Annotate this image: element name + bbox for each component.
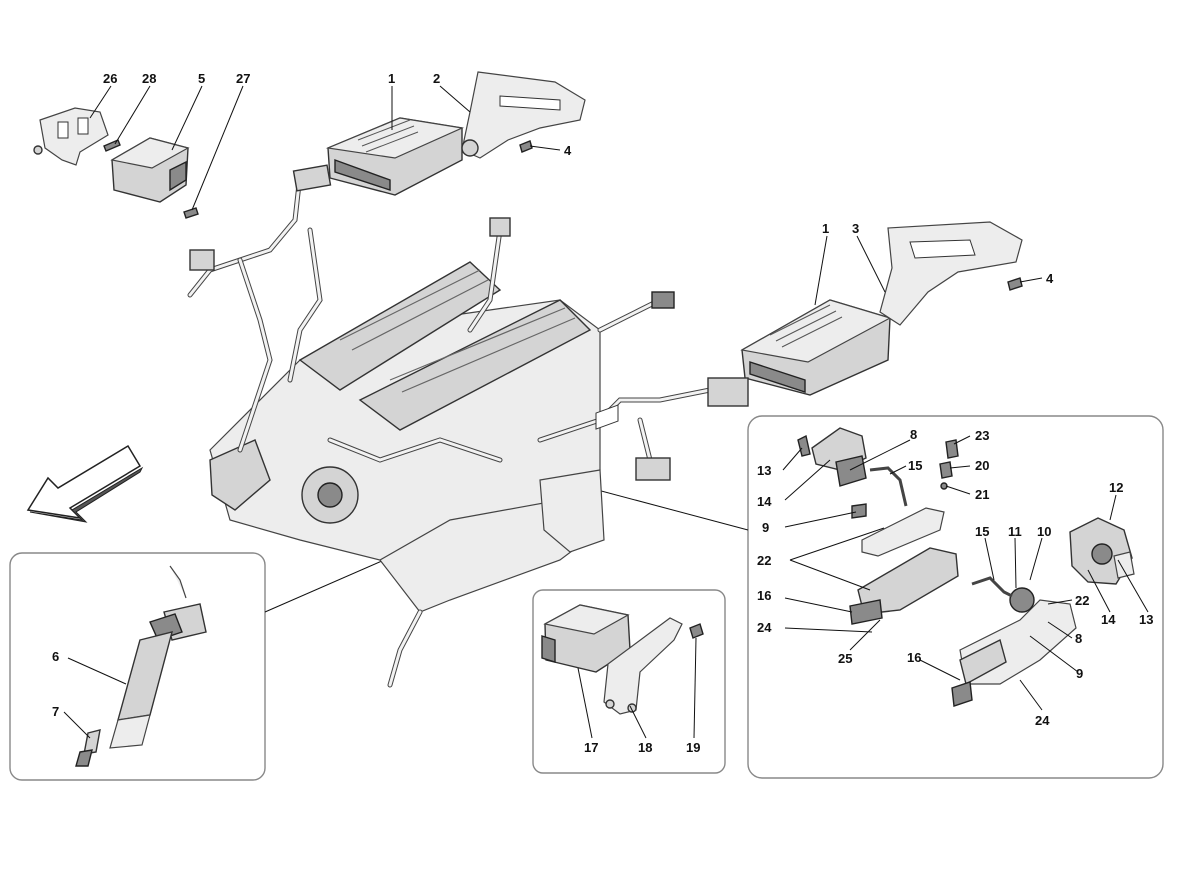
callout-14-lower: 14: [1101, 612, 1116, 627]
callout-13-lower: 13: [1139, 612, 1153, 627]
screw-19: [689, 623, 704, 639]
callout-16-lower: 16: [907, 650, 921, 665]
callout-23: 23: [975, 428, 989, 443]
callout-17: 17: [584, 740, 598, 755]
callout-2: 2: [433, 71, 440, 86]
callout-19: 19: [686, 740, 700, 755]
screw-27: [183, 207, 199, 219]
engine-assembly: [187, 164, 749, 688]
callout-13-upper: 13: [757, 463, 771, 478]
control-unit-panel: [532, 589, 726, 774]
callout-9-lower: 9: [1076, 666, 1083, 681]
callout-1-upper: 1: [388, 71, 395, 86]
callout-1-right: 1: [822, 221, 829, 236]
callout-8-upper: 8: [910, 427, 917, 442]
callout-16-upper: 16: [757, 588, 771, 603]
module-5: [110, 137, 190, 203]
callout-22-left: 22: [757, 553, 771, 568]
callout-6: 6: [52, 649, 59, 664]
bracket-3: [879, 221, 1023, 326]
pump-upper: [811, 427, 908, 519]
ignition-coil-6: [109, 565, 207, 749]
callout-10: 10: [1037, 524, 1051, 539]
callout-15-upper: 15: [908, 458, 922, 473]
callout-26: 26: [103, 71, 117, 86]
callout-12: 12: [1109, 480, 1123, 495]
callout-25: 25: [838, 651, 852, 666]
callout-22-right: 22: [1075, 593, 1089, 608]
fuel-rail-lower: [951, 576, 1077, 707]
callout-24-lower: 24: [1035, 713, 1050, 728]
control-unit-17: [541, 404, 631, 673]
fuel-rail-panel: [747, 415, 1164, 779]
callout-7: 7: [52, 704, 59, 719]
screw-4-right: [1007, 277, 1023, 291]
callout-21: 21: [975, 487, 989, 502]
callout-20: 20: [975, 458, 989, 473]
screw-13-upper: [797, 434, 811, 457]
pump-12: [1069, 517, 1135, 585]
callout-labels: 26 28 5 27 1 2 4 1 3 4 8 23 13 15 20 14 …: [52, 71, 1153, 755]
fuel-rail-upper: [849, 507, 959, 625]
callout-27: 27: [236, 71, 250, 86]
callout-9-upper: 9: [762, 520, 769, 535]
callout-4-right: 4: [1046, 271, 1054, 286]
leader-lines: [63, 85, 1149, 739]
callout-18: 18: [638, 740, 652, 755]
bracket-26: [33, 107, 109, 166]
callout-28: 28: [142, 71, 156, 86]
ecu-1-upper: [325, 117, 465, 196]
callout-14-upper: 14: [757, 494, 772, 509]
small-parts-23-20-21: [939, 439, 959, 490]
callout-8-lower: 8: [1075, 631, 1082, 646]
front-direction-arrow-icon: [26, 444, 144, 523]
bracket-2: [461, 71, 586, 159]
ecu-1-right: [740, 299, 892, 396]
callout-3: 3: [852, 221, 859, 236]
callout-11: 11: [1008, 524, 1022, 539]
bracket-18: [603, 617, 683, 715]
callout-5: 5: [198, 71, 205, 86]
callout-15-lower: 15: [975, 524, 989, 539]
callout-24-upper: 24: [757, 620, 772, 635]
callout-4-upper: 4: [564, 143, 572, 158]
screw-4-upper: [519, 140, 533, 153]
spark-plug-panel: [9, 552, 266, 781]
screw-28: [103, 139, 121, 152]
